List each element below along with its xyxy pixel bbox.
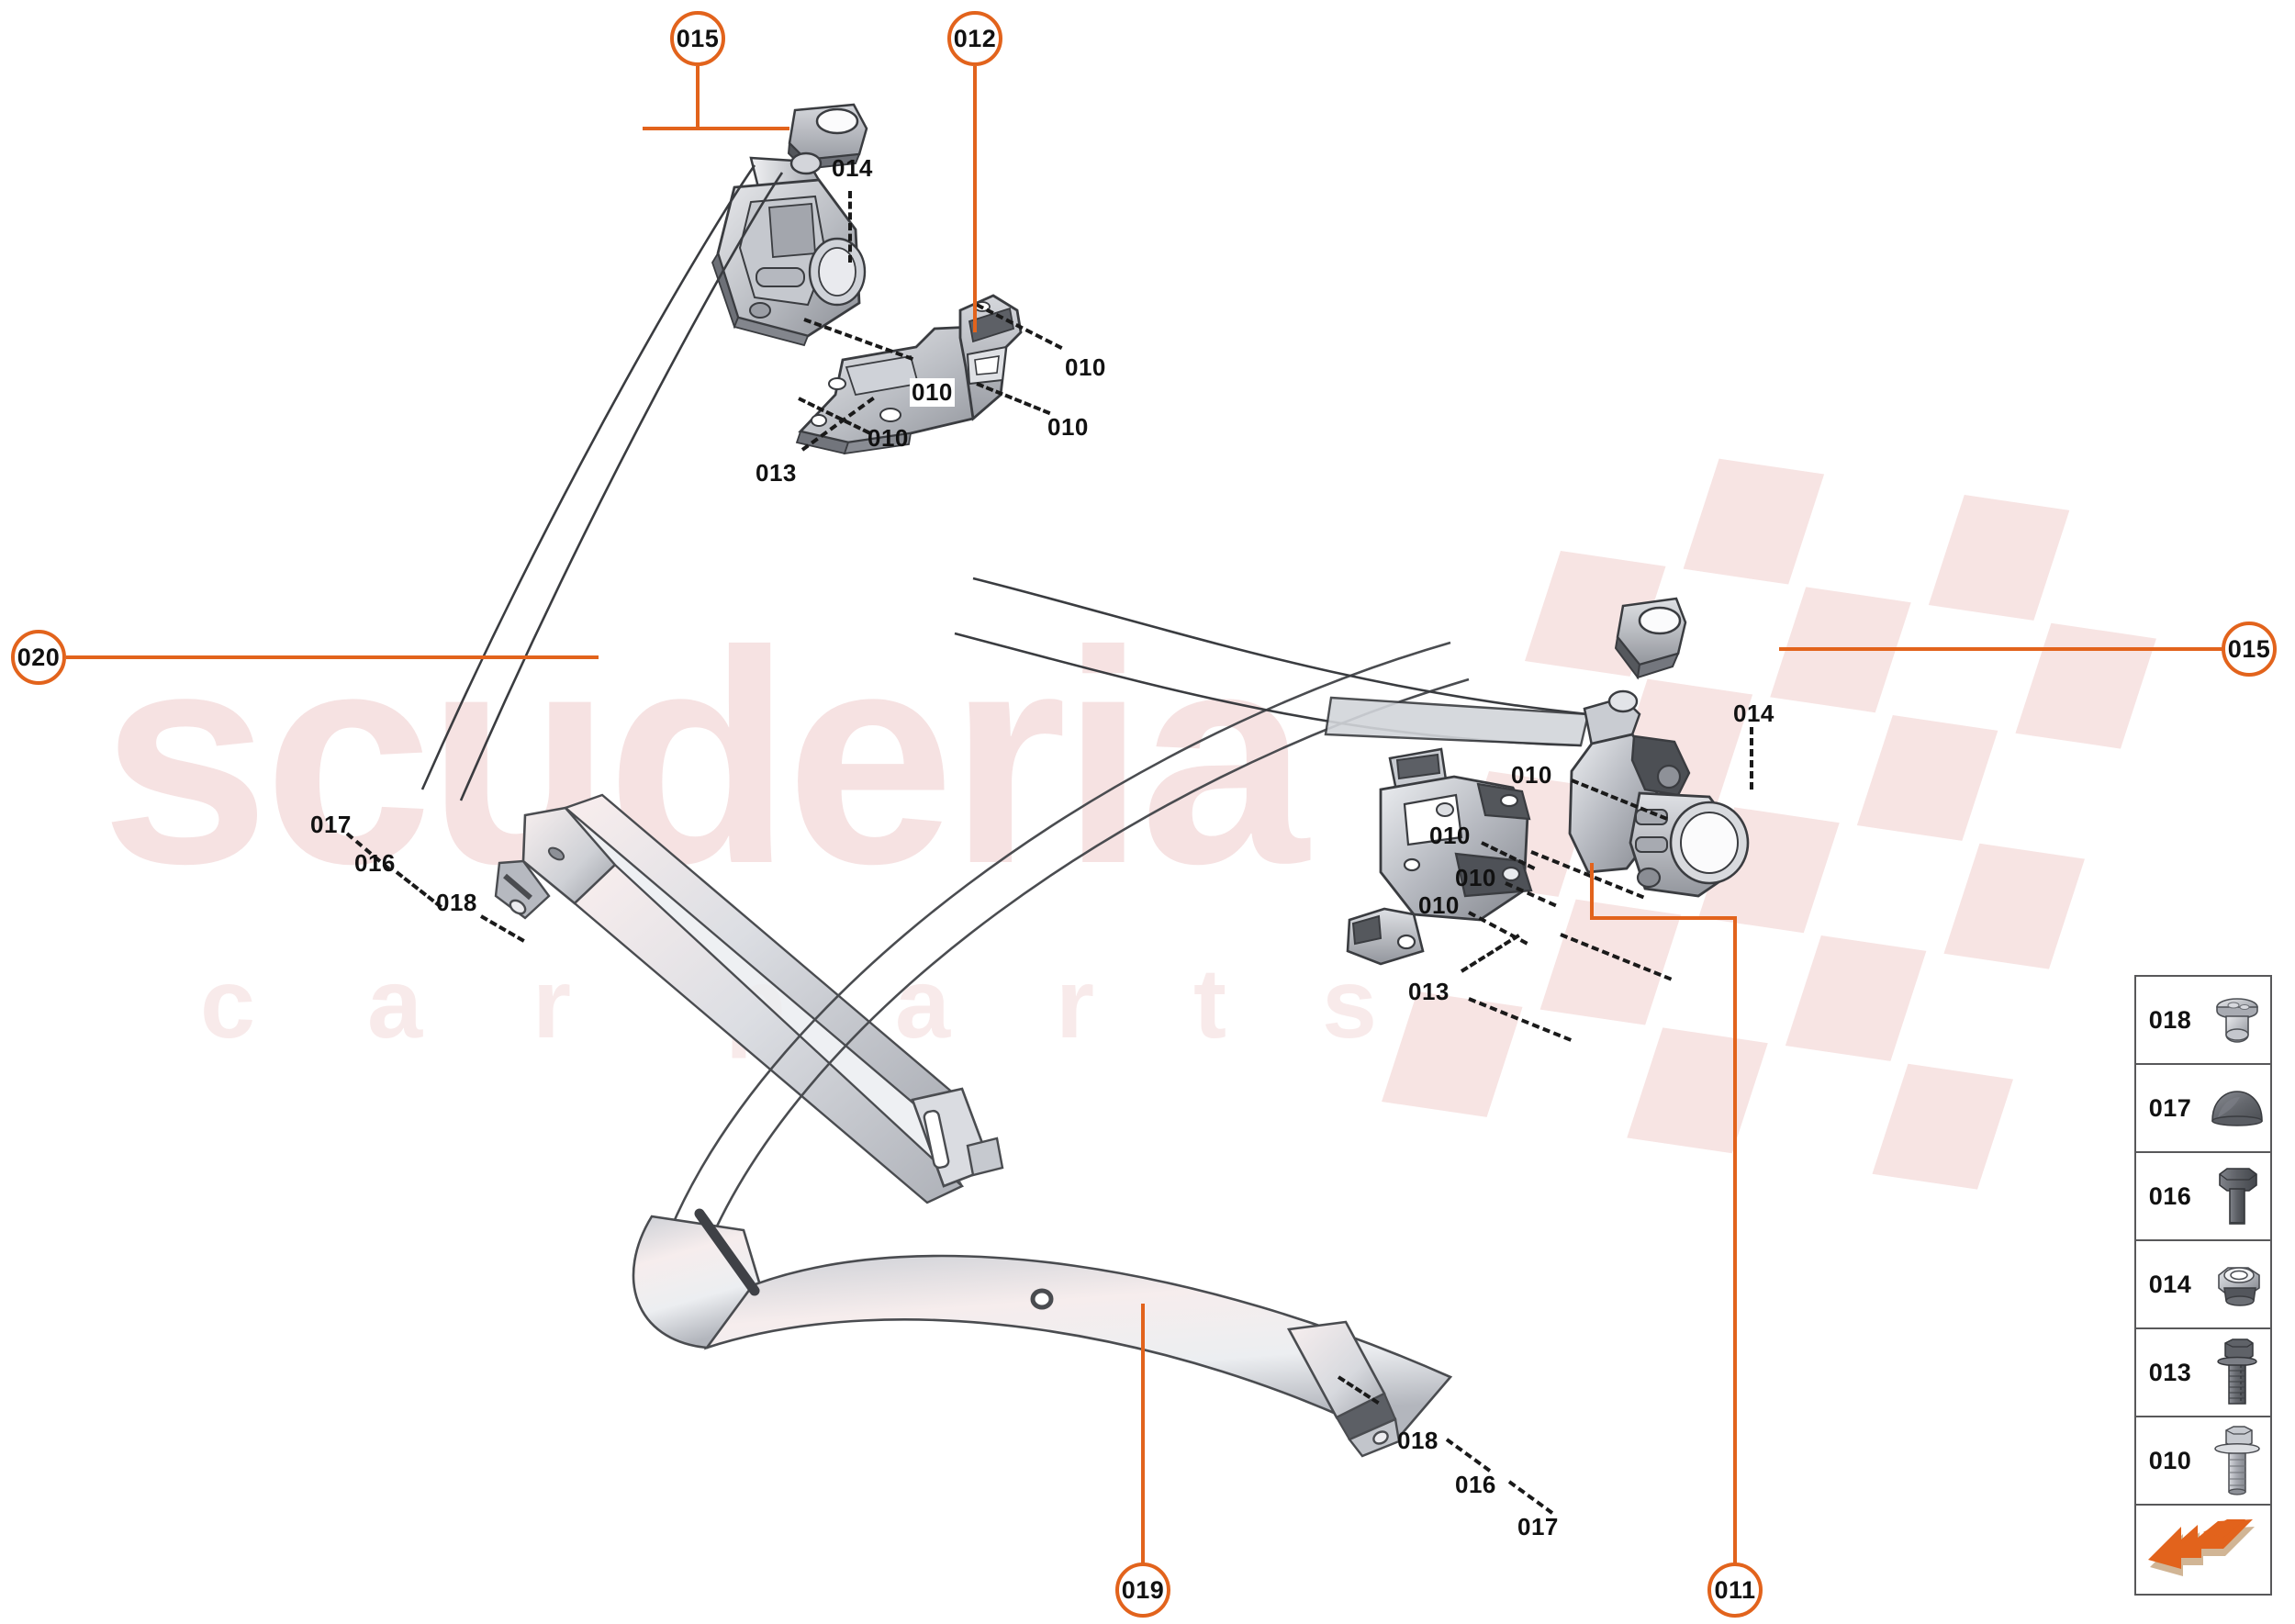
bracket-011-part (1346, 747, 1533, 966)
callout-019[interactable]: 019 (1115, 1562, 1170, 1618)
legend-number-010: 010 (2148, 1446, 2192, 1474)
legend-number-013: 013 (2148, 1358, 2192, 1386)
legend-row-018[interactable]: 018 (2136, 977, 2270, 1065)
hex-bolt-icon (2204, 1153, 2270, 1239)
orange-arrow-flag-icon (2136, 1506, 2270, 1594)
legend-row-017[interactable]: 017 (2136, 1065, 2270, 1153)
leader-012-v (973, 66, 977, 332)
part-label-010-a: 010 (1065, 353, 1106, 381)
leader-011-v (1733, 918, 1737, 1564)
legend-number-016: 016 (2148, 1182, 2192, 1210)
legend-number-017: 017 (2148, 1093, 2192, 1122)
leader-015-left-v (696, 66, 700, 129)
part-label-010-g: 010 (1455, 864, 1496, 891)
lower-seat-belt-strap-019 (632, 641, 1487, 1443)
part-label-010-b: 010 (910, 378, 955, 407)
retractor-body-right (1568, 689, 1750, 898)
threaded-flange-bolt-icon (2204, 1329, 2270, 1416)
clip-015-part-right (1614, 597, 1687, 680)
lower-right-belt-assembly (954, 577, 2038, 1037)
legend-row-010[interactable]: 010 (2136, 1417, 2270, 1506)
leader-019-v (1141, 1304, 1145, 1564)
upper-left-belt-assembly (420, 92, 1212, 801)
part-label-013-upper: 013 (756, 459, 797, 487)
part-label-016-left: 016 (354, 849, 396, 877)
leader-015-left-h (643, 127, 789, 130)
legend-row-016[interactable]: 016 (2136, 1153, 2270, 1241)
belt-strap-body (703, 1254, 1453, 1443)
cap-cover-icon (2204, 1065, 2270, 1151)
callout-015-left[interactable]: 015 (670, 11, 725, 66)
flange-head-bolt-icon (2204, 1417, 2270, 1504)
lower-strap-end-tongue (1285, 1320, 1506, 1506)
belt-upper-strands (668, 641, 1470, 1249)
part-label-010-f: 010 (1429, 822, 1471, 849)
leader-020-h (66, 655, 599, 659)
part-label-010-c: 010 (1047, 413, 1089, 441)
legend-number-018: 018 (2148, 1005, 2192, 1034)
part-label-016-right: 016 (1455, 1471, 1496, 1498)
belt-eyelet (1030, 1288, 1054, 1310)
part-label-010-h: 010 (1418, 891, 1460, 919)
part-label-018-right: 018 (1397, 1427, 1439, 1454)
legend-row-flag[interactable] (2136, 1506, 2270, 1594)
belt-anchor-tab (911, 1087, 1004, 1188)
tongue-plate-018 (494, 806, 617, 920)
legend-row-013[interactable]: 013 (2136, 1329, 2270, 1417)
part-label-013-right: 013 (1408, 978, 1450, 1005)
left-belt-tongue-and-strap (404, 793, 1047, 1249)
part-label-014-upper: 014 (832, 154, 873, 182)
callout-011[interactable]: 011 (1707, 1562, 1763, 1618)
belt-webbing-upper-left (420, 164, 784, 801)
legend-number-014: 014 (2148, 1270, 2192, 1298)
part-label-018-left: 018 (436, 889, 477, 916)
leader-011-h (1590, 916, 1737, 920)
part-label-014-right: 014 (1733, 700, 1774, 727)
leader-011-v2 (1590, 863, 1594, 918)
flange-nut-icon (2204, 1241, 2270, 1327)
grommet-bushing-icon (2204, 977, 2270, 1063)
callout-015-right[interactable]: 015 (2222, 622, 2277, 677)
part-label-010-d: 010 (868, 424, 909, 452)
part-label-017-right: 017 (1517, 1513, 1559, 1540)
part-label-017-left: 017 (310, 811, 352, 838)
leader-015-right-h (1779, 647, 2223, 651)
part-label-010-e: 010 (1511, 761, 1552, 789)
callout-020[interactable]: 020 (11, 630, 66, 685)
hardware-legend-table: 018 017 (2134, 975, 2272, 1596)
legend-row-014[interactable]: 014 (2136, 1241, 2270, 1329)
callout-012[interactable]: 012 (947, 11, 1002, 66)
